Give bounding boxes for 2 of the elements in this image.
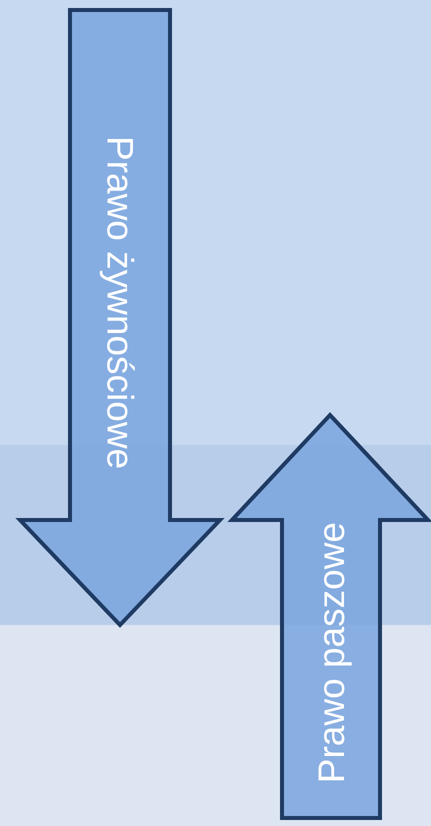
arrow-label: Prawo paszowe <box>312 522 350 784</box>
arrow-label: Prawo żywnościowe <box>102 136 138 470</box>
